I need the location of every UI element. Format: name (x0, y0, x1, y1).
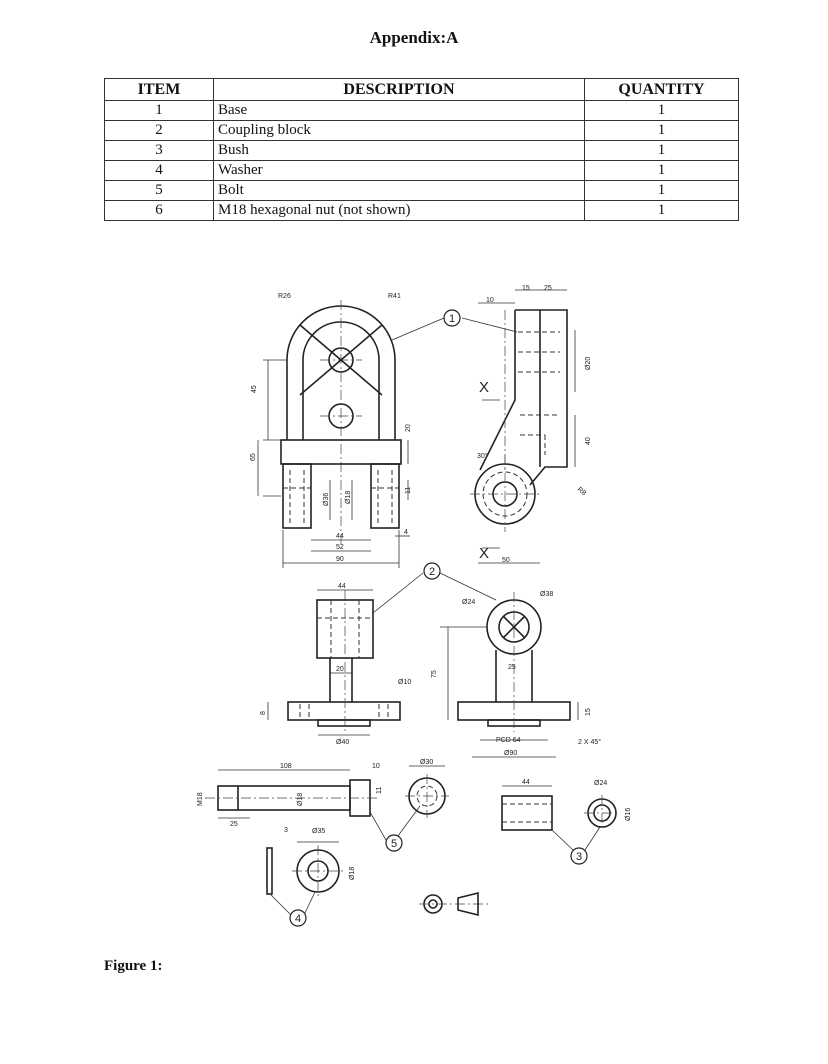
dim-label: 25 (508, 664, 516, 671)
dim-label: Ø35 (312, 828, 325, 835)
balloon-2: 2 (429, 566, 435, 578)
table-row: 5 Bolt 1 (104, 180, 739, 201)
item-description: Bush (213, 140, 585, 161)
dim-label: 25 (544, 285, 552, 292)
dim-label: Ø36 (323, 493, 330, 506)
dim-label: Ø10 (398, 679, 411, 686)
dim-label: Ø40 (336, 739, 349, 746)
coupling-dimension-labels: 44 20 Ø10 75 8 Ø40 Ø24 Ø38 25 15 PCD 64 … (260, 583, 601, 757)
dim-label: R41 (388, 293, 401, 300)
dim-label: Ø16 (625, 808, 632, 821)
dim-label: Ø18 (297, 793, 304, 806)
dim-label: Ø18 (349, 867, 356, 880)
table-row: 2 Coupling block 1 (104, 120, 739, 141)
dim-label: Ø30 (420, 759, 433, 766)
dim-label: 65 (250, 453, 257, 461)
bush-view (501, 785, 620, 831)
dim-label: 8 (260, 711, 267, 715)
balloon-group (289, 309, 588, 927)
balloon-3: 3 (576, 851, 582, 863)
dim-label: PCD 64 (496, 737, 521, 744)
dim-label: 40 (585, 437, 592, 445)
dim-label: 45 (251, 385, 258, 393)
dim-label: 20 (336, 666, 344, 673)
dim-label: 20 (405, 424, 412, 432)
dim-label: 44 (522, 779, 530, 786)
bolt-view (205, 765, 449, 819)
table-row: 6 M18 hexagonal nut (not shown) 1 (104, 200, 739, 221)
dim-label: 11 (405, 487, 412, 494)
washer-view (266, 841, 344, 897)
coupling-block-front-view (267, 589, 401, 736)
dim-label: Ø20 (585, 357, 592, 370)
dim-label: Ø24 (594, 780, 607, 787)
dim-label: 108 (280, 763, 292, 770)
dim-label: R8 (576, 486, 587, 497)
bush-washer-dimension-labels: 44 Ø24 Ø16 Ø18 (349, 779, 632, 880)
dim-label: 3 (284, 827, 288, 834)
dim-label: 10 (486, 297, 494, 304)
page-heading: Appendix:A (369, 28, 459, 47)
leader-lines (269, 317, 601, 916)
dim-label: Ø24 (462, 599, 475, 606)
section-mark: X (479, 379, 489, 396)
dim-label: 2 X 45° (578, 738, 601, 746)
projection-symbol (419, 891, 490, 917)
column-header-description: DESCRIPTION (213, 78, 585, 101)
balloon-5: 5 (391, 838, 397, 850)
dim-label: 44 (336, 533, 344, 540)
base-dimension-labels: R26 R41 45 65 20 Ø36 Ø18 11 44 52 90 4 1… (250, 285, 592, 564)
dim-label: 25 (230, 821, 238, 828)
dim-label: Ø38 (540, 591, 553, 598)
table-row: 3 Bush 1 (104, 140, 739, 161)
coupling-block-side-view (440, 592, 579, 758)
column-header-quantity: QUANTITY (584, 78, 739, 101)
dim-label: 15 (522, 285, 530, 292)
parts-list-table: ITEM DESCRIPTION QUANTITY 1 Base 1 2 Cou… (104, 78, 739, 221)
bolt-dimension-labels: 108 10 Ø30 M18 Ø18 11 25 3 Ø35 (197, 759, 433, 835)
dim-label: 30° (477, 452, 488, 460)
dim-label: Ø90 (504, 750, 517, 757)
item-quantity: 1 (584, 200, 739, 221)
table-header-row: ITEM DESCRIPTION QUANTITY (104, 78, 739, 101)
dim-label: Ø18 (345, 491, 352, 504)
dim-label: 11 (376, 787, 383, 794)
dim-label: 10 (372, 763, 380, 770)
dim-label: M18 (197, 792, 204, 806)
balloon-1: 1 (449, 313, 455, 325)
section-mark: X (479, 545, 489, 562)
base-front-view (257, 300, 410, 568)
base-side-view (470, 289, 576, 564)
dim-label: 90 (336, 556, 344, 563)
dim-label: 15 (585, 708, 592, 716)
dim-label: 52 (336, 544, 344, 551)
balloon-4: 4 (295, 913, 301, 925)
dim-label: 50 (502, 557, 510, 564)
dim-label: 44 (338, 583, 346, 590)
figure-caption: Figure 1: (104, 958, 163, 974)
dim-label: R26 (278, 293, 291, 300)
dim-label: 4 (404, 529, 408, 536)
dim-label: 75 (431, 670, 438, 678)
item-description: M18 hexagonal nut (not shown) (213, 200, 585, 221)
